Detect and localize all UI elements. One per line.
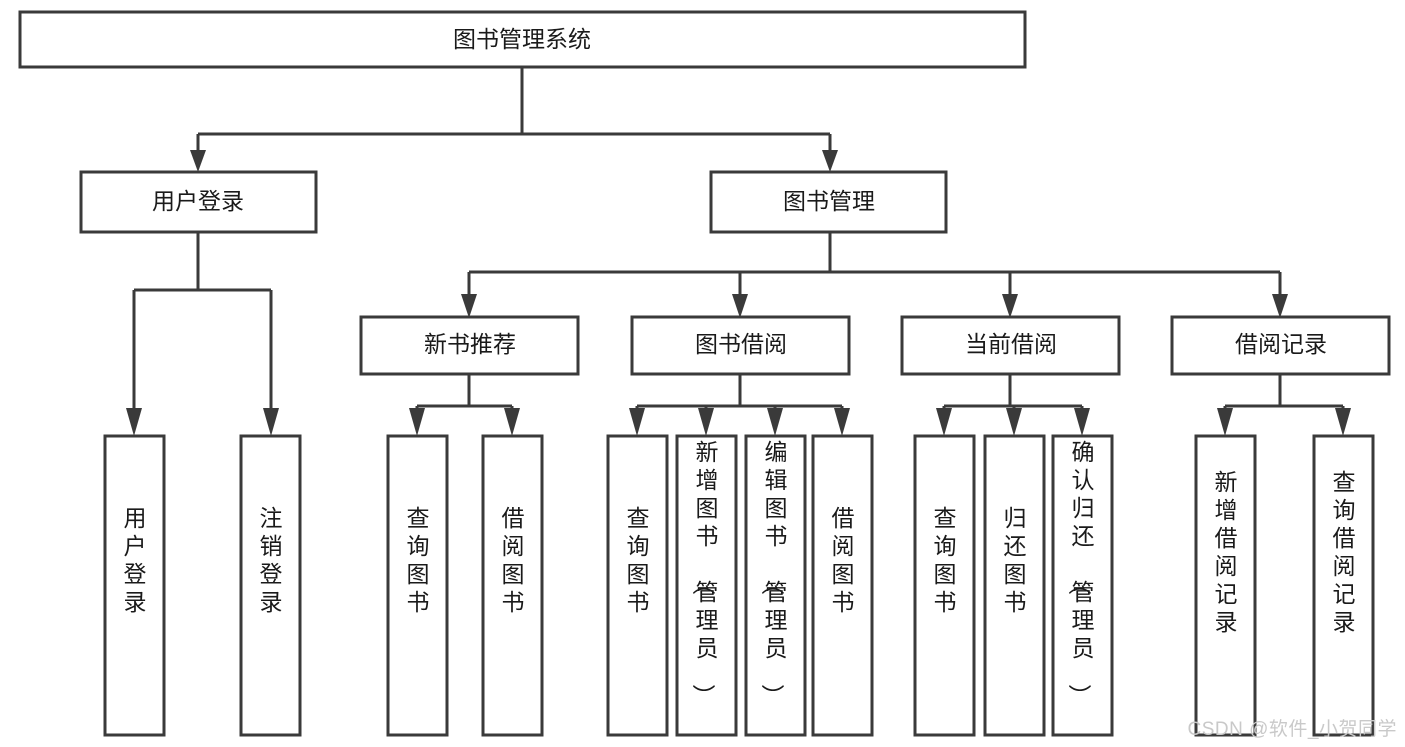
leaf-return-book-label: 归还图书 [1004, 505, 1027, 615]
leaf-add-book-label: 新增图书（管理员） [691, 439, 719, 707]
leaf-confirm-return-label: 确认归还（管理员） [1067, 439, 1095, 707]
leaf-borrow-book-1-box[interactable] [481, 434, 544, 737]
node-borrow-record[interactable]: 借阅记录 [1170, 315, 1391, 376]
arrowhead-leaf-query-record [1335, 408, 1351, 436]
leaf-borrow-book-2-label: 借阅图书 [832, 505, 855, 615]
leaf-query-record[interactable]: 查询借阅记录 [1312, 434, 1375, 737]
leaf-query-book-1[interactable]: 查询图书 [386, 434, 449, 737]
leaf-add-record-label: 新增借阅记录 [1215, 469, 1238, 635]
node-user-login[interactable]: 用户登录 [79, 170, 318, 234]
arrowhead-leaf-add-record [1217, 408, 1233, 436]
leaf-query-book-1-label: 查询图书 [407, 505, 430, 615]
node-book-management[interactable]: 图书管理 [709, 170, 948, 234]
node-user-login-box[interactable] [79, 170, 318, 234]
node-new-book-recommend-label: 新书推荐 [424, 331, 516, 357]
leaf-user-login-label: 用户登录 [124, 505, 147, 615]
arrowhead-user-login [190, 150, 206, 172]
arrowhead-leaf-add-book [698, 408, 714, 436]
node-user-login-label: 用户登录 [152, 188, 244, 214]
leaf-query-book-2-box[interactable] [606, 434, 669, 737]
node-root[interactable]: 图书管理系统 [18, 10, 1027, 69]
node-root-box[interactable] [18, 10, 1027, 69]
node-borrow-record-label: 借阅记录 [1235, 331, 1327, 357]
leaf-add-record[interactable]: 新增借阅记录 [1194, 434, 1257, 737]
arrowhead-leaf-logout-login [263, 408, 279, 436]
leaf-borrow-book-1[interactable]: 借阅图书 [481, 434, 544, 737]
arrowhead-leaf-borrow-book-1 [504, 408, 520, 436]
leaf-return-book-box[interactable] [983, 434, 1046, 737]
leaf-query-record-label: 查询借阅记录 [1333, 469, 1356, 635]
node-new-book-recommend-box[interactable] [359, 315, 580, 376]
arrowhead-leaf-borrow-book-2 [834, 408, 850, 436]
node-borrow-record-box[interactable] [1170, 315, 1391, 376]
leaf-query-book-2[interactable]: 查询图书 [606, 434, 669, 737]
leaf-query-book-1-box[interactable] [386, 434, 449, 737]
leaf-confirm-return-box[interactable] [1051, 434, 1114, 737]
node-current-borrow-box[interactable] [900, 315, 1121, 376]
node-new-book-recommend[interactable]: 新书推荐 [359, 315, 580, 376]
node-current-borrow-label: 当前借阅 [965, 331, 1057, 357]
node-current-borrow[interactable]: 当前借阅 [900, 315, 1121, 376]
leaf-query-record-box[interactable] [1312, 434, 1375, 737]
node-book-borrow-box[interactable] [630, 315, 851, 376]
node-root-label: 图书管理系统 [453, 26, 591, 52]
leaf-logout-login[interactable]: 注销登录 [239, 434, 302, 737]
leaf-query-book-3[interactable]: 查询图书 [913, 434, 976, 737]
arrowhead-book-management [822, 150, 838, 172]
arrowhead-borrow-record [1272, 294, 1288, 318]
node-book-management-box[interactable] [709, 170, 948, 234]
arrowhead-new-book-recommend [461, 294, 477, 318]
leaf-user-login[interactable]: 用户登录 [103, 434, 166, 737]
leaf-borrow-book-2-box[interactable] [811, 434, 874, 737]
leaf-query-book-2-label: 查询图书 [627, 505, 650, 615]
leaf-return-book[interactable]: 归还图书 [983, 434, 1046, 737]
leaf-edit-book[interactable]: 编辑图书（管理员） [744, 434, 807, 737]
arrowhead-leaf-confirm-return [1074, 408, 1090, 436]
leaf-borrow-book-1-label: 借阅图书 [502, 505, 525, 615]
leaf-borrow-book-2[interactable]: 借阅图书 [811, 434, 874, 737]
leaf-add-record-box[interactable] [1194, 434, 1257, 737]
arrowhead-leaf-user-login [126, 408, 142, 436]
leaf-confirm-return[interactable]: 确认归还（管理员） [1051, 434, 1114, 737]
arrowhead-leaf-query-book-3 [936, 408, 952, 436]
leaf-edit-book-label: 编辑图书（管理员） [760, 439, 788, 707]
leaf-logout-login-box[interactable] [239, 434, 302, 737]
leaf-logout-login-label: 注销登录 [260, 505, 283, 615]
leaf-user-login-box[interactable] [103, 434, 166, 737]
leaf-query-book-3-box[interactable] [913, 434, 976, 737]
arrowhead-book-borrow [732, 294, 748, 318]
arrowhead-leaf-query-book-2 [629, 408, 645, 436]
node-book-borrow-label: 图书借阅 [695, 331, 787, 357]
node-book-borrow[interactable]: 图书借阅 [630, 315, 851, 376]
connector-layer [126, 67, 1351, 436]
arrowhead-leaf-query-book-1 [409, 408, 425, 436]
leaf-query-book-3-label: 查询图书 [934, 505, 957, 615]
arrowhead-leaf-edit-book [767, 408, 783, 436]
leaf-add-book-box[interactable] [675, 434, 738, 737]
arrowhead-leaf-return-book [1006, 408, 1022, 436]
node-book-management-label: 图书管理 [783, 188, 875, 214]
leaf-edit-book-box[interactable] [744, 434, 807, 737]
arrowhead-current-borrow [1002, 294, 1018, 318]
leaf-add-book[interactable]: 新增图书（管理员） [675, 434, 738, 737]
